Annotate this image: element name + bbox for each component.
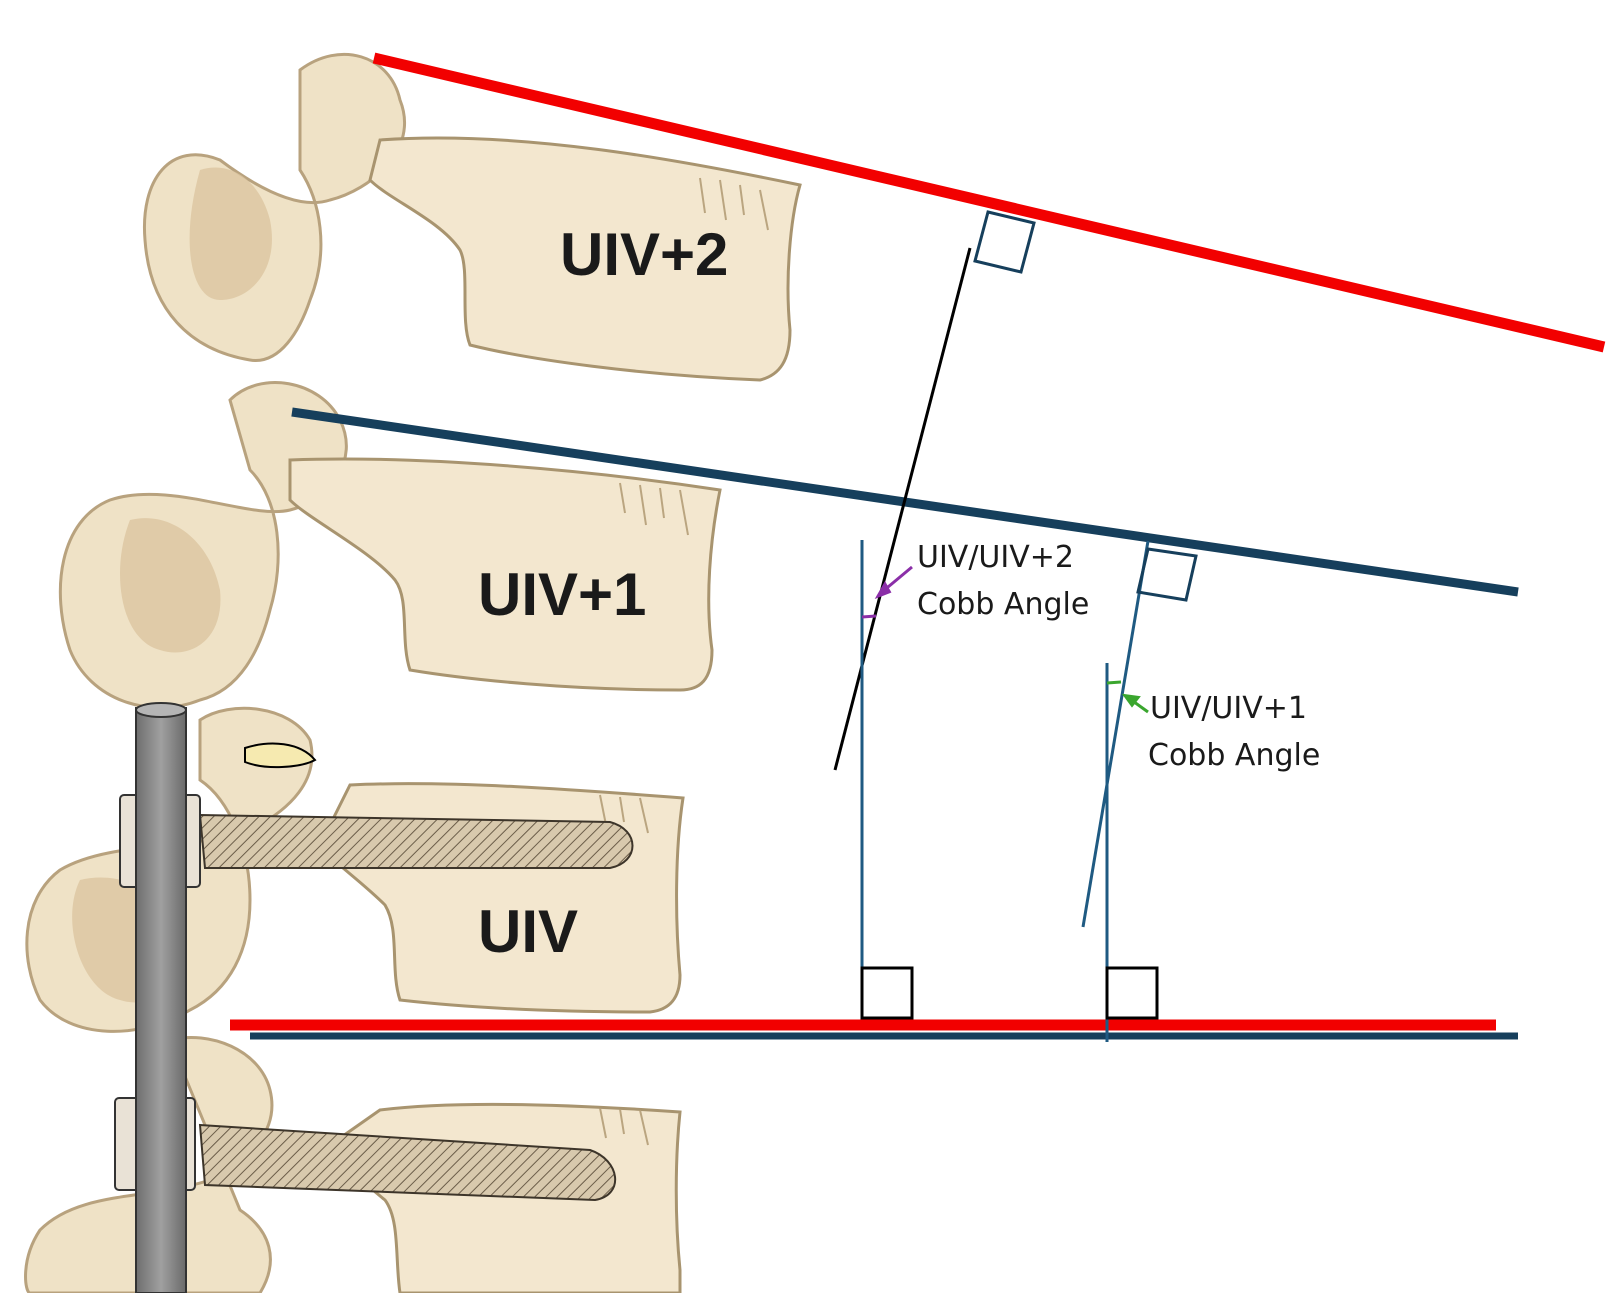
uiv-plus-1-body (288, 457, 722, 692)
spine-illustration: UIV+2 UIV+1 UIV (24, 53, 802, 1293)
uiv-plus-1-label: UIV+1 (478, 561, 646, 628)
screw-upper (198, 813, 634, 869)
cobb-angle-labels: UIV/UIV+2 Cobb Angle UIV/UIV+1 Cobb Angl… (917, 540, 1320, 773)
uiv-uiv1-label-line2: Cobb Angle (1148, 738, 1320, 773)
uiv-uiv2-label-line1: UIV/UIV+2 (917, 540, 1074, 575)
cobb-arrow-uiv1 (1121, 693, 1149, 714)
cobb-angle-arc-uiv2 (861, 614, 877, 619)
uiv-plus-1-perpendicular (1081, 540, 1150, 928)
right-angle-marker-middle (1136, 547, 1198, 602)
right-angle-marker-bottom-left (860, 966, 914, 1020)
right-angle-marker-bottom-right (1105, 966, 1159, 1020)
uiv-uiv1-label-line1: UIV/UIV+1 (1150, 691, 1307, 726)
uiv-label: UIV (478, 898, 578, 965)
cobb-arrow-uiv2 (874, 565, 913, 599)
fixation-rod (135, 702, 187, 1293)
screw-lower (198, 1123, 616, 1202)
vertebral-bodies (288, 136, 802, 1293)
measurement-lines (230, 52, 1606, 1042)
uiv-uiv2-label-line2: Cobb Angle (917, 587, 1089, 622)
pedicle-screws (198, 813, 634, 1202)
lower-body (327, 1102, 682, 1293)
body-texture (599, 177, 769, 1146)
uiv-plus-2-endplate-line (372, 52, 1606, 353)
cobb-angle-arc-uiv1 (1106, 680, 1122, 685)
right-angle-marker-top (973, 210, 1036, 274)
disc-fragment (244, 742, 317, 769)
uiv-plus-2-body (368, 136, 802, 382)
uiv-plus-2-label: UIV+2 (560, 221, 728, 288)
uiv-plus-2-perpendicular (833, 247, 972, 771)
